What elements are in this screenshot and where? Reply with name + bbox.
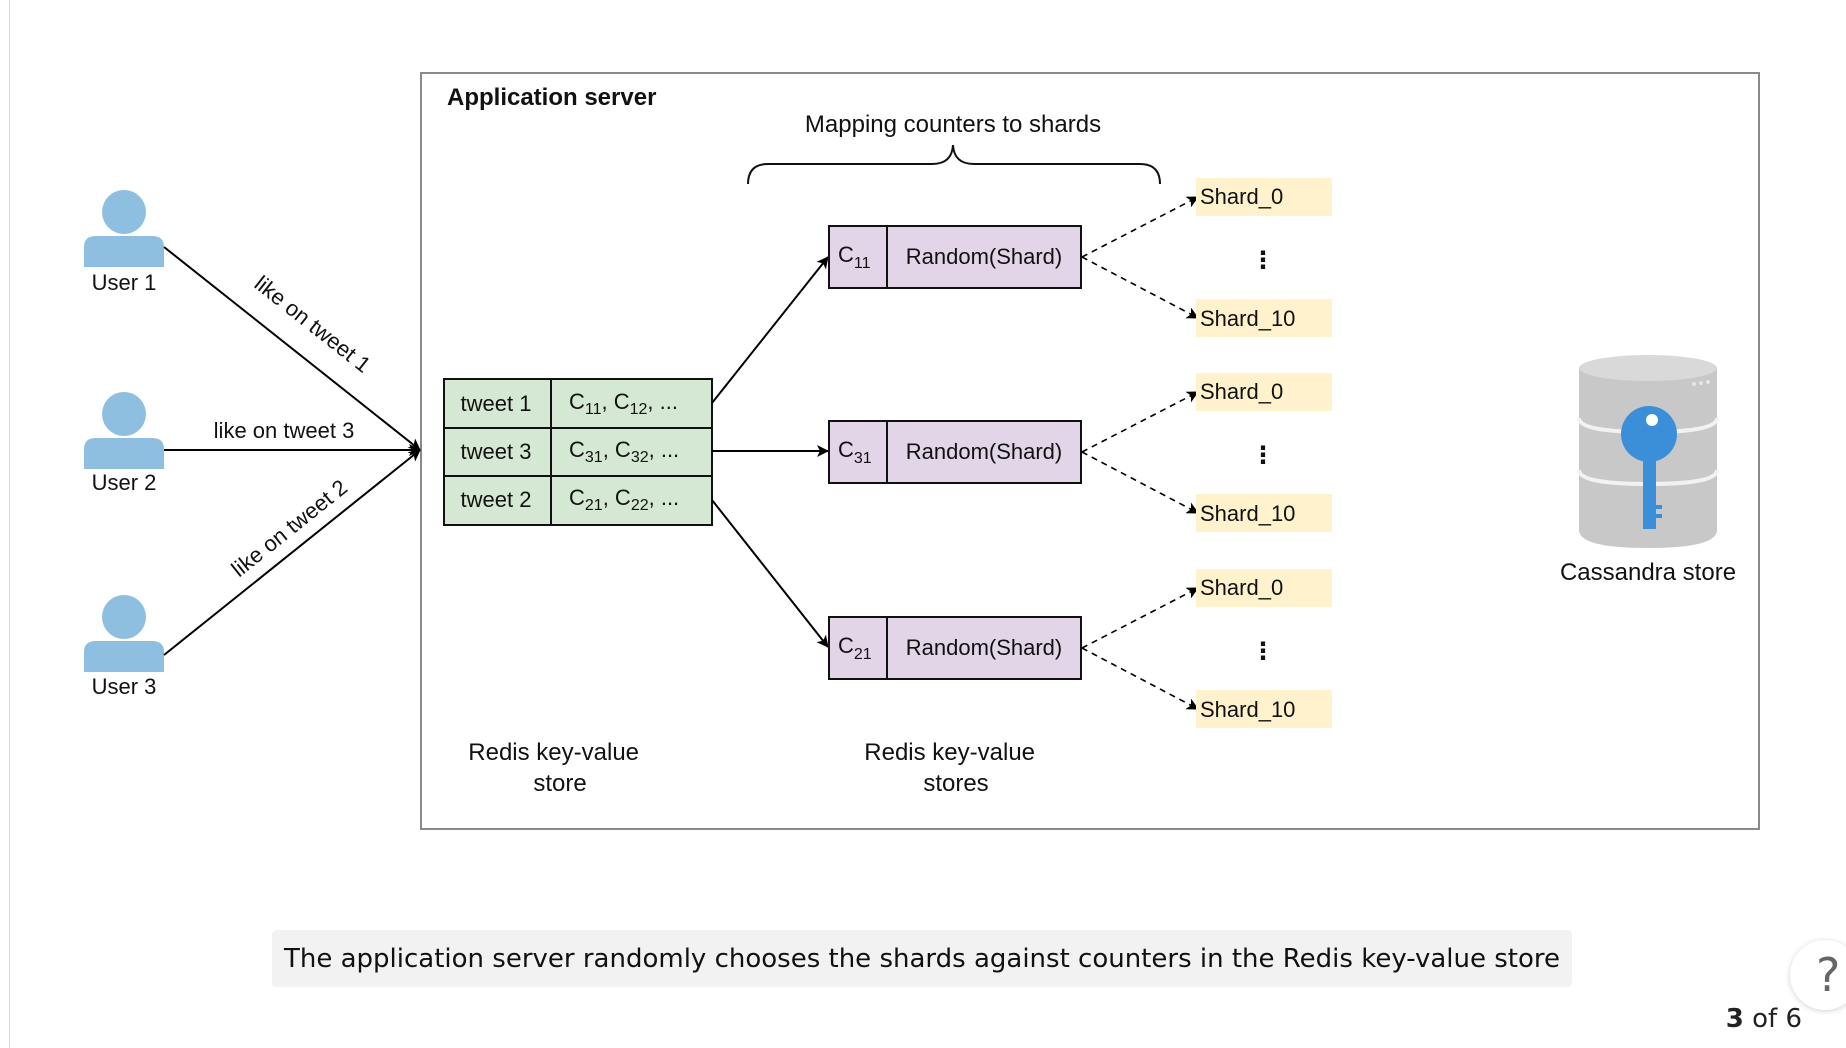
tweet-row-3-key: tweet 2 xyxy=(461,487,532,512)
app-server-box xyxy=(420,72,1760,830)
shard-group-3: Shard_0 ⋮ Shard_10 xyxy=(1196,569,1332,728)
pager-total: of 6 xyxy=(1743,1004,1802,1034)
shard-group-2: Shard_0 ⋮ Shard_10 xyxy=(1196,373,1332,532)
tweet-row-1-counters: C11, C12, ... xyxy=(569,389,678,418)
edge-user3-label: like on tweet 2 xyxy=(227,474,353,581)
shard-group-3-ellipsis: ⋮ xyxy=(1251,638,1275,665)
shard-group-1-first: Shard_0 xyxy=(1200,184,1283,209)
user-3-label: User 3 xyxy=(92,674,157,699)
edge-table-c11 xyxy=(711,256,829,404)
tweet-table: tweet 1 tweet 3 tweet 2 C11, C12, ... C3… xyxy=(443,378,713,526)
shard-group-1-ellipsis: ⋮ xyxy=(1251,247,1275,274)
shard-group-1-last: Shard_10 xyxy=(1200,306,1295,331)
edge-c21-shard10 xyxy=(1081,647,1199,710)
edge-c11-shard0 xyxy=(1081,196,1199,258)
counter-c21-key: C21 xyxy=(838,633,872,663)
redis-store-label: Redis key-value store xyxy=(468,739,645,797)
mapping-brace xyxy=(747,144,1161,185)
slide-pager: 3 of 6 xyxy=(1726,1004,1802,1034)
edge-table-c21 xyxy=(711,499,829,648)
counter-c11-key: C11 xyxy=(838,242,871,272)
help-icon: ? xyxy=(1816,948,1841,1002)
cassandra-store: Cassandra store xyxy=(1560,355,1736,586)
edge-c11-shard10 xyxy=(1081,256,1199,319)
help-button[interactable]: ? xyxy=(1790,940,1846,1010)
user-2-label: User 2 xyxy=(92,470,157,495)
user-3: User 3 xyxy=(84,595,164,699)
user-2-icon xyxy=(102,392,146,436)
user-1-label: User 1 xyxy=(92,270,157,295)
shard-group-3-last: Shard_10 xyxy=(1200,697,1295,722)
shard-group-2-ellipsis: ⋮ xyxy=(1251,442,1275,469)
tweet-row-1-key: tweet 1 xyxy=(461,391,532,416)
user-1: User 1 xyxy=(84,190,164,295)
edge-user2-label: like on tweet 3 xyxy=(214,418,355,443)
pager-current: 3 xyxy=(1725,1004,1744,1034)
key-icon xyxy=(1621,406,1677,529)
counter-c21-fn: Random(Shard) xyxy=(906,635,1063,660)
shard-group-2-first: Shard_0 xyxy=(1200,379,1283,404)
diagram: Application server Mapping counters to s… xyxy=(84,72,1760,830)
slide-caption-text: The application server randomly chooses … xyxy=(283,943,1560,974)
edge-user3 xyxy=(163,449,421,656)
shard-group-3-first: Shard_0 xyxy=(1200,575,1283,600)
edge-c31-shard0 xyxy=(1081,391,1199,453)
counter-c11: C11 Random(Shard) xyxy=(828,225,1082,289)
counter-c31-fn: Random(Shard) xyxy=(906,439,1063,464)
tweet-row-3-counters: C21, C22, ... xyxy=(569,485,679,514)
tweet-row-2-counters: C31, C32, ... xyxy=(569,437,679,466)
cassandra-label: Cassandra store xyxy=(1560,559,1736,586)
user-2: User 2 xyxy=(84,392,164,495)
left-border xyxy=(9,0,10,1048)
counter-c31: C31 Random(Shard) xyxy=(828,420,1082,484)
slide-caption: The application server randomly chooses … xyxy=(272,930,1572,987)
shard-group-2-last: Shard_10 xyxy=(1200,501,1295,526)
counter-c21: C21 Random(Shard) xyxy=(828,616,1082,680)
user-3-icon xyxy=(102,595,146,639)
edge-user1-label: like on tweet 1 xyxy=(250,271,376,378)
edge-user1 xyxy=(163,246,421,451)
shard-group-1: Shard_0 ⋮ Shard_10 xyxy=(1196,178,1332,337)
counter-c31-key: C31 xyxy=(838,437,872,467)
user-1-icon xyxy=(102,190,146,234)
edge-c21-shard0 xyxy=(1081,587,1199,649)
counter-c11-fn: Random(Shard) xyxy=(906,244,1063,269)
redis-stores-label: Redis key-value stores xyxy=(864,739,1041,797)
edge-c31-shard10 xyxy=(1081,451,1199,514)
tweet-row-2-key: tweet 3 xyxy=(461,439,532,464)
app-server-title: Application server xyxy=(447,84,656,111)
mapping-title: Mapping counters to shards xyxy=(805,111,1101,138)
